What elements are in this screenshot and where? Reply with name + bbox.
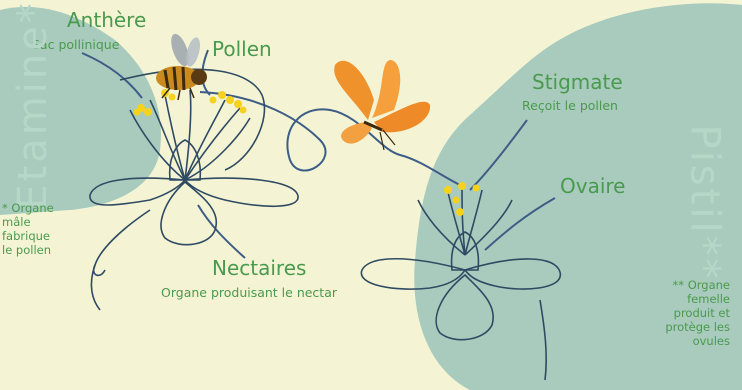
pointer-nectaires: [198, 205, 245, 258]
label-pollen: Pollen: [212, 37, 272, 61]
label-stigmate: Stigmate: [532, 70, 623, 94]
note-etamine-line: fabrique: [2, 229, 54, 243]
label-nectaires: Nectaires: [212, 256, 306, 280]
note-pistil-line: femelle: [665, 292, 730, 306]
note-etamine-line: mâle: [2, 215, 54, 229]
note-pistil-line: ovules: [665, 334, 730, 348]
side-title-pistil: Pistil**: [682, 124, 728, 281]
side-title-etamine: Etamine*: [10, 0, 56, 210]
label-ovaire: Ovaire: [560, 174, 625, 198]
note-pistil-line: protège les: [665, 320, 730, 334]
note-etamine-line: le pollen: [2, 243, 54, 257]
label-anthere: Anthère: [67, 8, 146, 32]
label-nectaires-sub: Organe produisant le nectar: [161, 285, 337, 300]
note-etamine-line: * Organe: [2, 201, 54, 215]
note-pistil-line: produit et: [665, 306, 730, 320]
note-etamine: * Organe mâle fabrique le pollen: [2, 201, 54, 257]
label-stigmate-sub: Reçoit le pollen: [522, 98, 618, 113]
note-pistil-line: ** Organe: [665, 278, 730, 292]
butterfly-illustration: [334, 60, 430, 150]
note-pistil: ** Organe femelle produit et protège les…: [665, 278, 730, 348]
